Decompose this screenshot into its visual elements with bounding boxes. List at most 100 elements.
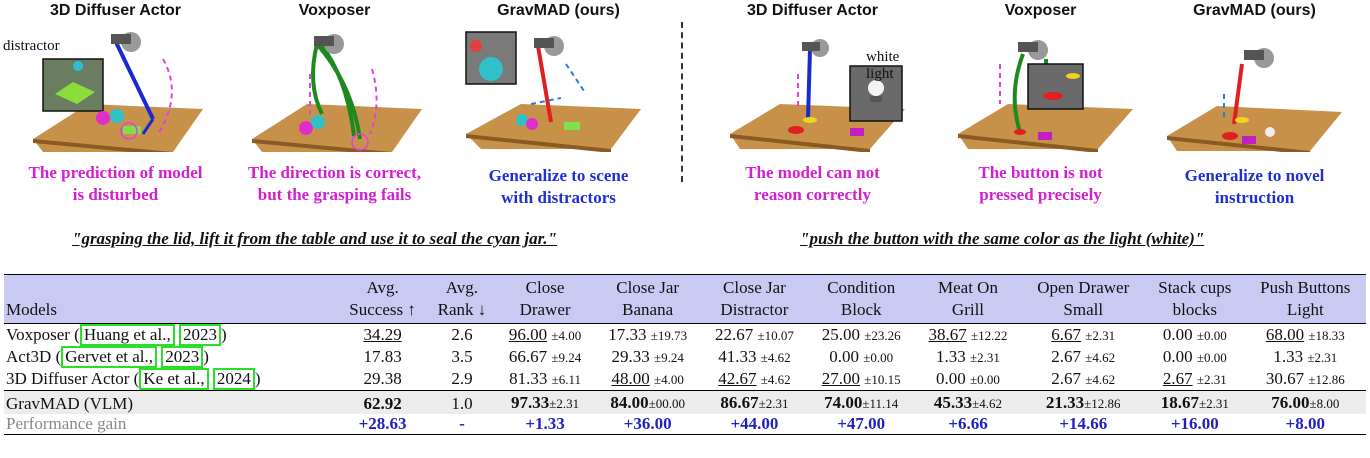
score-std: ±2.31 (758, 396, 789, 411)
score-mean: 6.67 (1051, 324, 1082, 344)
panel-caption-line2: is disturbed (72, 185, 159, 204)
header-line2: Block (840, 300, 882, 319)
task-score-cell: 2.67 ±2.31 (1145, 368, 1244, 391)
citation-author: Ke et al., (139, 368, 209, 390)
task-score-cell: 30.67 ±12.86 (1245, 368, 1366, 391)
model-name: 3D Diffuser Actor ( (6, 369, 140, 388)
score-mean: 48.00 (611, 368, 650, 388)
gain-value: +8.00 (1285, 414, 1325, 433)
model-name-cell: GravMAD (VLM) (4, 390, 338, 414)
citation-author: Gervet et al., (61, 346, 158, 368)
task-score-cell: 97.33±2.31 (495, 390, 595, 414)
model-name-cell: Act3D (Gervet et al., 2023) (4, 346, 337, 368)
table-row: 3D Diffuser Actor (Ke et al., 2024)29.38… (4, 368, 1366, 391)
panel-3dda-left: 3D Diffuser Actor distractor The predict… (3, 0, 228, 215)
score-std: ±4.00 (551, 327, 582, 343)
task-score-cell: 0.00 ±0.00 (915, 368, 1022, 391)
score-std: ±18.33 (1308, 327, 1345, 343)
header-line2: Small (1063, 300, 1104, 319)
avg-rank-cell: 3.5 (428, 346, 496, 368)
panel-caption-line1: The prediction of model (28, 163, 203, 182)
score-std: ±10.15 (864, 371, 901, 387)
robot-scene-image (252, 34, 422, 152)
table-row-gain: Performance gain+28.63-+1.33+36.00+44.00… (4, 414, 1366, 435)
score-mean: 86.67 (720, 393, 759, 412)
header-line2: Success ↑ (349, 300, 416, 319)
score-mean: 2.67 (1051, 346, 1082, 366)
robot-scene-image (33, 32, 203, 152)
score-std: ±4.62 (760, 371, 791, 387)
header-line1: Push Buttons (1260, 278, 1351, 297)
task-score-cell: 27.00 ±10.15 (808, 368, 915, 391)
score-std: ±9.24 (551, 349, 582, 365)
instruction-quote-right: "push the button with the same color as … (800, 229, 1205, 248)
panel-caption-line1: Generalize to novel (1184, 166, 1325, 185)
gain-cell: +14.66 (1021, 414, 1146, 435)
score-mean: 45.33 (933, 393, 973, 412)
gain-value: +28.63 (358, 414, 407, 433)
avg-success-cell: 17.83 (337, 346, 428, 368)
avg-rank-cell: 1.0 (428, 390, 496, 414)
task-score-cell: 0.00 ±0.00 (808, 346, 915, 368)
score-mean: 27.00 (821, 368, 860, 388)
avg-success-value: 17.83 (363, 347, 402, 366)
panel-3dda-right: 3D Diffuser Actor white light The model … (700, 0, 925, 215)
task-score-cell: 21.33±12.86 (1021, 390, 1146, 414)
task-score-cell: 81.33 ±6.11 (496, 368, 594, 391)
panel-title: GravMAD (ours) (497, 2, 620, 19)
panel-gravmad-left: GravMAD (ours) Generalize to scene with … (446, 0, 671, 215)
score-std: ±19.73 (650, 327, 688, 343)
score-mean: 81.33 (509, 368, 548, 388)
header-line2: Grill (951, 300, 985, 319)
score-std: ±0.00 (970, 371, 1000, 387)
score-std: ±4.62 (1085, 371, 1116, 387)
avg-rank-value: 2.6 (451, 325, 473, 344)
task-score-cell: 48.00 ±4.00 (594, 368, 701, 391)
header-cell: Avg.Rank ↓ (428, 274, 496, 324)
task-score-cell: 0.00 ±0.00 (1145, 324, 1244, 347)
header-line1: Meat On (938, 278, 998, 297)
panel-caption-line1: Generalize to scene (488, 166, 629, 185)
instruction-quote-left: "grasping the lid, lift it from the tabl… (72, 229, 557, 248)
score-mean: 41.33 (718, 346, 757, 366)
header-models: Models (4, 274, 338, 324)
task-score-cell: 41.33 ±4.62 (701, 346, 808, 368)
distractor-label: distractor (3, 38, 60, 54)
score-mean: 2.67 (1162, 368, 1193, 388)
score-std: ±4.62 (1085, 349, 1116, 365)
avg-success-value: 34.29 (363, 325, 402, 344)
score-mean: 0.00 (829, 346, 859, 366)
score-mean: 21.33 (1045, 393, 1085, 412)
score-mean: 0.00 (936, 368, 966, 388)
score-mean: 66.67 (508, 346, 548, 366)
score-mean: 2.67 (1051, 368, 1082, 388)
avg-rank-cell: 2.9 (428, 368, 496, 391)
panel-caption-line1: The direction is correct, (247, 163, 422, 182)
score-mean: 22.67 (714, 324, 754, 344)
header-line2: Light (1286, 300, 1324, 319)
header-line1: Avg. (445, 278, 479, 297)
gain-cell: +36.00 (594, 414, 702, 435)
gain-label: Performance gain (6, 414, 127, 433)
task-score-cell: 18.67±2.31 (1145, 390, 1245, 414)
task-score-cell: 25.00 ±23.26 (808, 324, 915, 347)
score-mean: 17.33 (608, 324, 647, 344)
score-mean: 42.67 (718, 368, 757, 388)
score-mean: 38.67 (928, 324, 967, 344)
task-score-cell: 96.00 ±4.00 (496, 324, 594, 347)
gain-label-cell: Performance gain (4, 414, 338, 435)
score-std: ±2.31 (1196, 371, 1227, 387)
header-line1: Close (525, 278, 565, 297)
score-std: ±6.11 (551, 371, 581, 387)
table-row: Act3D (Gervet et al., 2023) 17.83 3.5 66.67… (4, 346, 1366, 368)
task-score-cell: 38.67 ±12.22 (915, 324, 1022, 347)
score-mean: 30.67 (1265, 368, 1305, 388)
header-line2: Banana (622, 300, 674, 319)
score-std: ±10.07 (757, 327, 794, 343)
task-score-cell: 1.33 ±2.31 (915, 346, 1022, 368)
gain-value: +44.00 (730, 414, 779, 433)
